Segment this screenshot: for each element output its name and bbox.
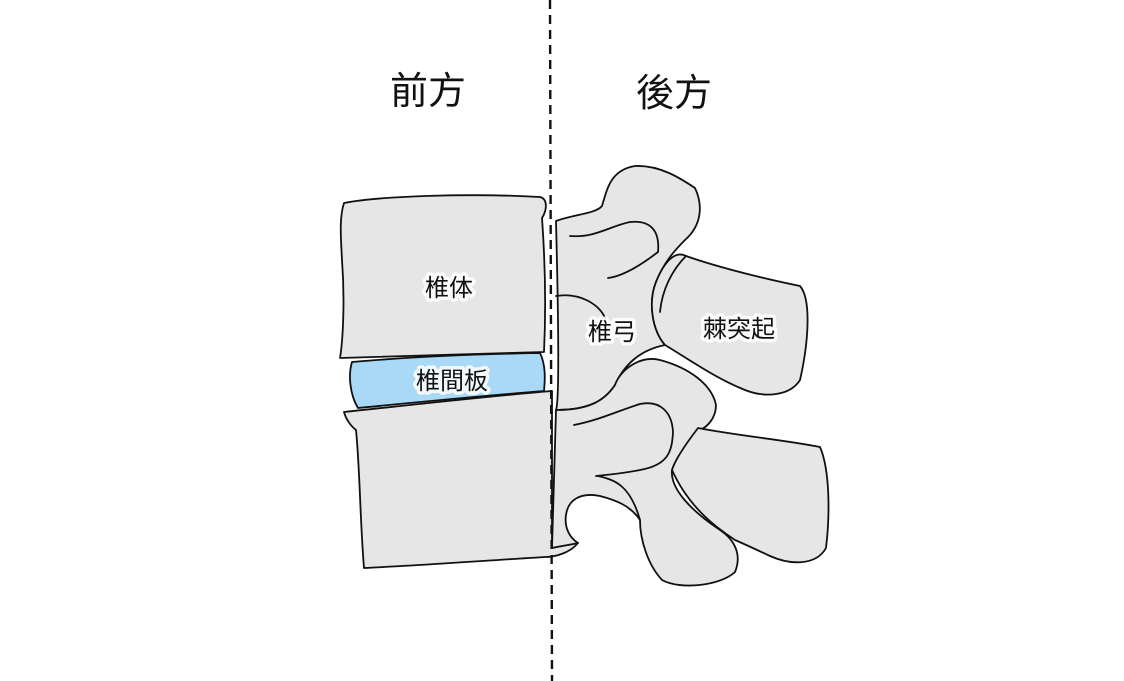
vertebral-arch-label: 椎弓 (588, 318, 636, 346)
vertebral-body-label-halo: 椎体 (425, 274, 473, 302)
anterior-heading: 前方 (390, 69, 466, 113)
lower-vertebral-arch (551, 358, 739, 587)
intervertebral-disc-label: 椎間板 (416, 367, 488, 395)
lower-arch-contour-1 (573, 402, 674, 477)
posterior-heading: 後方 (636, 71, 712, 115)
spinous-process-label: 棘突起 (703, 315, 775, 343)
spinous-process-label-halo: 棘突起 (703, 315, 775, 343)
upper-vertebral-body (339, 194, 547, 359)
vertebral-body-label: 椎体 (425, 274, 473, 302)
anterior-posterior-divider (548, 0, 554, 681)
lower-arch-contour-2 (597, 475, 641, 521)
upper-arch-contour-2 (555, 294, 606, 319)
lower-spinous-process (671, 427, 830, 564)
lower-vertebral-body (343, 390, 579, 569)
vertebral-arch-label-halo: 椎弓 (588, 318, 636, 346)
intervertebral-disc-label-halo: 椎間板 (416, 367, 488, 395)
spinous-divider (659, 255, 687, 313)
upper-arch-contour-1 (569, 220, 660, 279)
upper-spinous-process (650, 253, 809, 396)
